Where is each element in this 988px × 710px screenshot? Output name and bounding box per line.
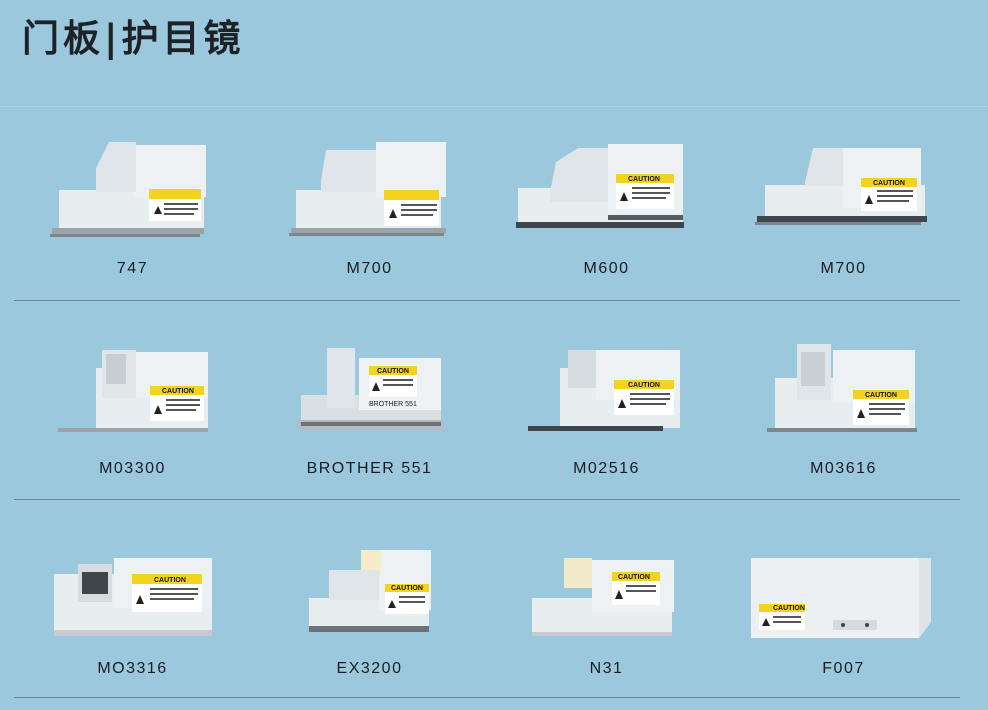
brother-plate-text: BROTHER 551 (369, 401, 417, 408)
page-title: 门板|护目镜 (22, 17, 245, 60)
product-label: F007 (822, 660, 865, 677)
product-row-1: 747 M700 CAUTION (0, 110, 988, 310)
product-card-ex3200[interactable]: CAUTION EX3200 (251, 510, 488, 690)
door-plate-image: CAUTION (54, 558, 212, 636)
product-card-m700[interactable]: M700 (251, 110, 488, 290)
door-plate-image: CAUTION (767, 344, 917, 432)
product-card-747[interactable]: 747 (14, 110, 251, 290)
caution-text: CAUTION (873, 180, 905, 187)
door-plate-image (289, 142, 446, 236)
product-card-mo3316[interactable]: CAUTION MO3316 (14, 510, 251, 690)
caution-text: CAUTION (865, 392, 897, 399)
door-plate-image: CAUTION (516, 144, 684, 228)
caution-text: CAUTION (377, 368, 409, 375)
caution-text: CAUTION (154, 577, 186, 584)
header-divider (0, 106, 988, 107)
product-label: M03300 (99, 460, 166, 477)
product-card-n31[interactable]: CAUTION N31 (488, 510, 725, 690)
product-card-m600[interactable]: CAUTION M600 (488, 110, 725, 290)
door-plate-image: CAUTION (309, 550, 431, 632)
product-label: 747 (116, 260, 149, 277)
product-label: M700 (820, 260, 867, 277)
row-divider (14, 697, 960, 698)
product-card-brother-551[interactable]: CAUTION BROTHER 551 BROTHER 551 (251, 310, 488, 490)
product-label: M02516 (573, 460, 640, 477)
caution-text: CAUTION (628, 176, 660, 183)
product-label: MO3316 (97, 660, 168, 677)
product-card-f007[interactable]: CAUTION F007 (725, 510, 962, 690)
door-plate-image: CAUTION (751, 558, 931, 638)
caution-text: CAUTION (628, 382, 660, 389)
product-card-m700-2[interactable]: CAUTION M700 (725, 110, 962, 290)
product-card-m03300[interactable]: CAUTION M03300 (14, 310, 251, 490)
product-label: N31 (589, 660, 624, 677)
caution-text: CAUTION (773, 605, 805, 612)
door-plate-image: CAUTION (528, 350, 680, 431)
product-label: M03616 (810, 460, 877, 477)
door-plate-image (50, 142, 206, 237)
product-label: BROTHER 551 (306, 460, 433, 477)
door-plate-image: CAUTION (755, 148, 927, 225)
product-card-m02516[interactable]: CAUTION M02516 (488, 310, 725, 490)
caution-text: CAUTION (162, 388, 194, 395)
product-label: M600 (583, 260, 630, 277)
door-plate-image: CAUTION BROTHER 551 (297, 348, 443, 430)
product-card-m03616[interactable]: CAUTION M03616 (725, 310, 962, 490)
product-row-3: CAUTION MO3316 CAUTION EX3200 (0, 510, 988, 710)
caution-text: CAUTION (391, 585, 423, 592)
product-row-2: CAUTION M03300 CAUTION BROTHER 551 BROTH… (0, 310, 988, 510)
row-divider (14, 300, 960, 301)
door-plate-image: CAUTION (532, 558, 674, 636)
product-label: EX3200 (336, 660, 403, 677)
row-divider (14, 499, 960, 500)
door-plate-image: CAUTION (58, 350, 208, 432)
caution-text: CAUTION (618, 574, 650, 581)
product-label: M700 (346, 260, 393, 277)
